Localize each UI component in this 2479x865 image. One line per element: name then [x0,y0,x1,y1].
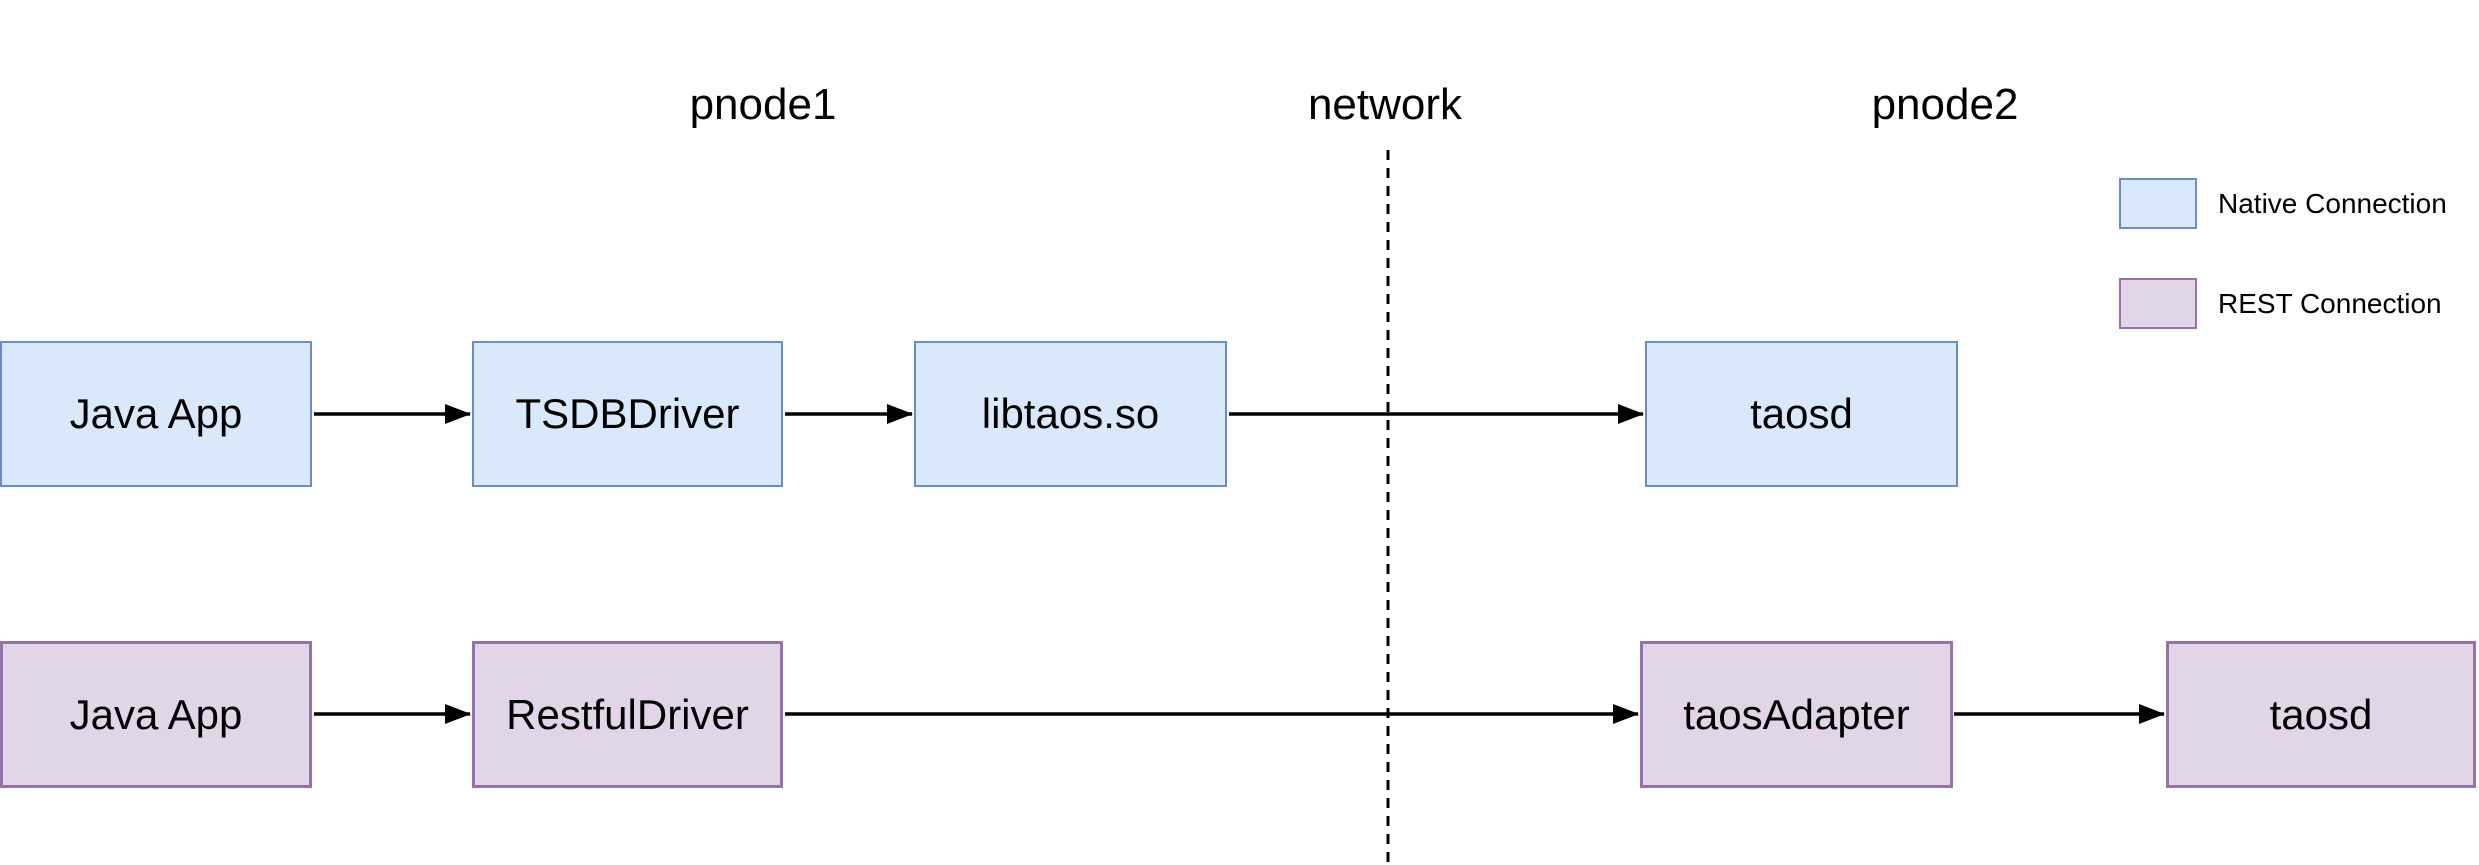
node-taosd-rest: taosd [2166,641,2476,788]
node-taosadapter: taosAdapter [1640,641,1953,788]
legend-label-rest: REST Connection [2218,287,2442,319]
zone-label-pnode1: pnode1 [689,80,837,129]
node-restfuldriver: RestfulDriver [472,641,783,788]
node-tsdbdriver: TSDBDriver [472,341,783,487]
legend-item-rest: REST Connection [2119,278,2442,329]
legend-swatch-native-icon [2119,178,2197,229]
node-libtaos-so: libtaos.so [914,341,1227,487]
node-java-app-native: Java App [0,341,312,487]
node-java-app-rest: Java App [0,641,312,788]
legend-item-native: Native Connection [2119,178,2447,229]
node-taosd-native: taosd [1645,341,1958,487]
zone-label-network: network [1307,80,1463,129]
legend-swatch-rest-icon [2119,278,2197,329]
legend-label-native: Native Connection [2218,187,2447,219]
zone-label-pnode2: pnode2 [1871,80,2019,129]
